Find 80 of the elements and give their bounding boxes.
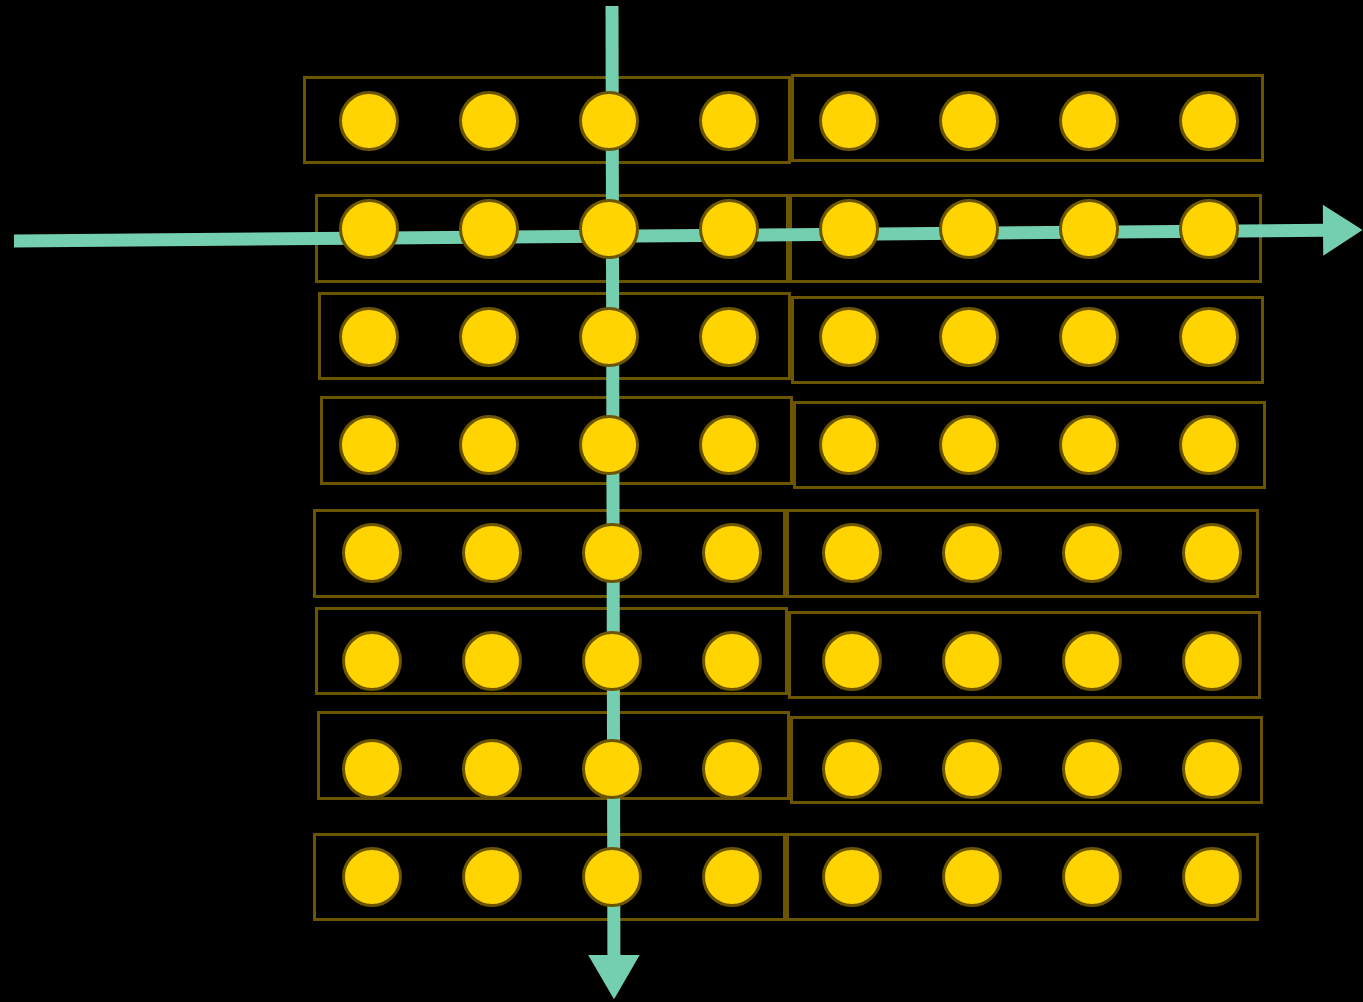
circle-dot bbox=[342, 739, 402, 799]
circle-dot bbox=[1179, 199, 1239, 259]
circle-dot bbox=[582, 523, 642, 583]
circle-dot bbox=[942, 631, 1002, 691]
box-outline bbox=[318, 292, 791, 380]
circle-dot bbox=[1059, 199, 1119, 259]
circle-dot bbox=[342, 523, 402, 583]
box-outline bbox=[790, 716, 1263, 804]
circle-dot bbox=[942, 847, 1002, 907]
circle-dot bbox=[339, 307, 399, 367]
circle-dot bbox=[822, 523, 882, 583]
circle-dot bbox=[339, 91, 399, 151]
circle-dot bbox=[942, 739, 1002, 799]
box-outline bbox=[303, 76, 791, 164]
circle-dot bbox=[699, 91, 759, 151]
box-outline bbox=[315, 194, 789, 283]
circle-dot bbox=[942, 523, 1002, 583]
circle-dot bbox=[462, 847, 522, 907]
circle-dot bbox=[582, 631, 642, 691]
circle-dot bbox=[1179, 415, 1239, 475]
circle-dot bbox=[339, 199, 399, 259]
circle-dot bbox=[819, 415, 879, 475]
circle-dot bbox=[342, 847, 402, 907]
circle-dot bbox=[699, 415, 759, 475]
circle-dot bbox=[702, 523, 762, 583]
circle-dot bbox=[702, 631, 762, 691]
circle-dot bbox=[459, 199, 519, 259]
circle-dot bbox=[1182, 523, 1242, 583]
box-outline bbox=[313, 509, 786, 598]
circle-dot bbox=[822, 631, 882, 691]
box-outline bbox=[791, 74, 1264, 162]
circle-dot bbox=[702, 739, 762, 799]
circle-dot bbox=[579, 307, 639, 367]
circle-dot bbox=[819, 307, 879, 367]
circle-dot bbox=[1062, 523, 1122, 583]
circle-dot bbox=[939, 199, 999, 259]
circle-dot bbox=[1179, 91, 1239, 151]
box-outline bbox=[793, 401, 1266, 489]
circle-dot bbox=[462, 739, 522, 799]
circle-dot bbox=[459, 91, 519, 151]
circle-dot bbox=[699, 307, 759, 367]
circle-dot bbox=[819, 199, 879, 259]
circle-dot bbox=[1182, 739, 1242, 799]
box-outline bbox=[789, 194, 1262, 283]
box-outline bbox=[788, 611, 1261, 699]
circle-dot bbox=[1182, 847, 1242, 907]
box-outline bbox=[786, 509, 1259, 598]
circle-dot bbox=[822, 739, 882, 799]
box-outline bbox=[315, 607, 788, 695]
circle-dot bbox=[939, 91, 999, 151]
box-outline bbox=[791, 296, 1264, 384]
circle-dot bbox=[699, 199, 759, 259]
circle-dot bbox=[1062, 739, 1122, 799]
circle-dot bbox=[1179, 307, 1239, 367]
circle-dot bbox=[939, 307, 999, 367]
circle-dot bbox=[702, 847, 762, 907]
circle-dot bbox=[1062, 631, 1122, 691]
circle-dot bbox=[1059, 91, 1119, 151]
circle-dot bbox=[822, 847, 882, 907]
circle-dot bbox=[1182, 631, 1242, 691]
box-outline bbox=[320, 396, 793, 485]
circle-dot bbox=[582, 739, 642, 799]
circle-dot bbox=[459, 415, 519, 475]
circle-dot bbox=[1059, 307, 1119, 367]
circle-dot bbox=[462, 523, 522, 583]
circle-dot bbox=[579, 415, 639, 475]
box-outline bbox=[317, 711, 790, 800]
circle-dot bbox=[939, 415, 999, 475]
circle-dot bbox=[579, 91, 639, 151]
circle-dot bbox=[342, 631, 402, 691]
circle-dot bbox=[579, 199, 639, 259]
circle-dot bbox=[459, 307, 519, 367]
box-outline bbox=[786, 833, 1259, 921]
circle-dot bbox=[1062, 847, 1122, 907]
circle-dot bbox=[819, 91, 879, 151]
circle-dot bbox=[462, 631, 522, 691]
box-outline bbox=[313, 833, 786, 921]
circle-dot bbox=[1059, 415, 1119, 475]
circle-dot bbox=[582, 847, 642, 907]
circle-dot bbox=[339, 415, 399, 475]
